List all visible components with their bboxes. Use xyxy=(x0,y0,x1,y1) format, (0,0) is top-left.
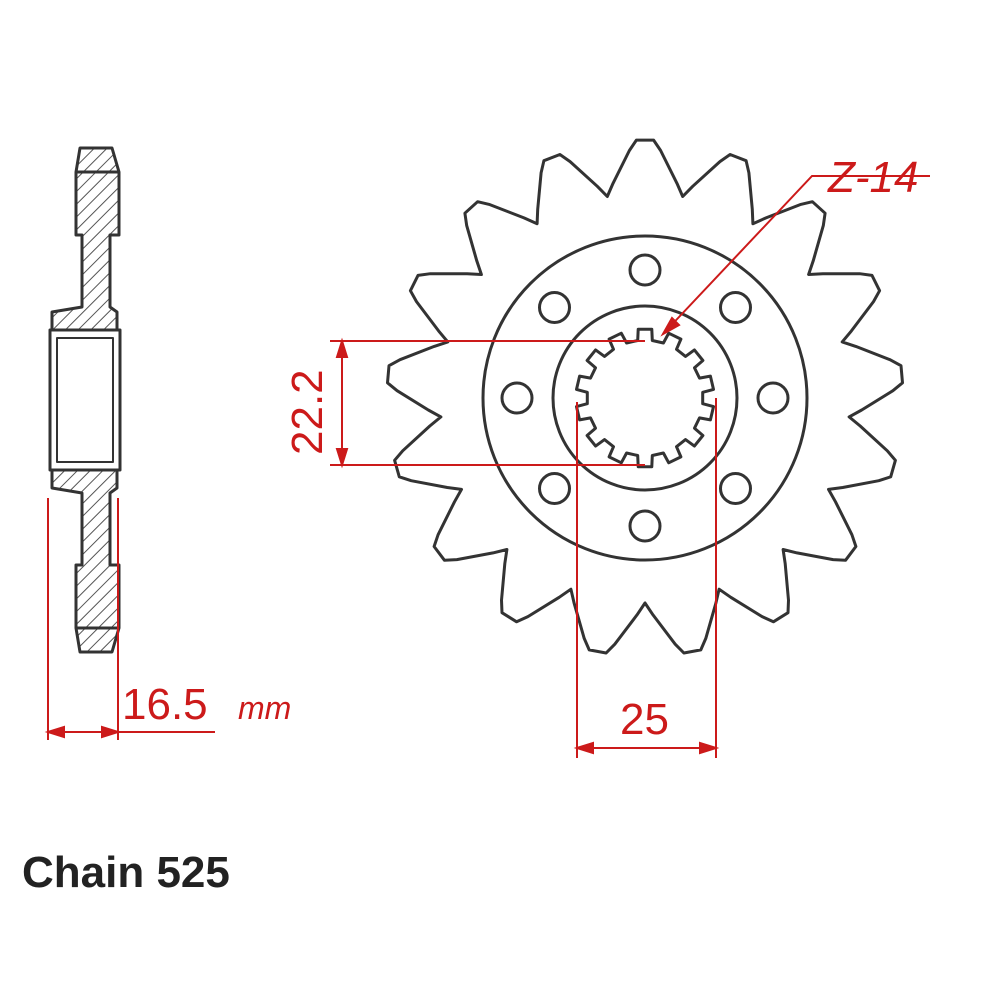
hub-dimension xyxy=(330,337,645,469)
bolt-circle-ring xyxy=(481,234,809,562)
hub-ring xyxy=(551,304,739,492)
lightening-hole xyxy=(538,472,571,505)
spline-bore xyxy=(575,327,715,469)
spline-dimension-label: 25 xyxy=(620,695,669,744)
hub-bore xyxy=(48,328,122,472)
teeth-count-label: Z-14 xyxy=(827,153,918,202)
front-view xyxy=(386,138,904,655)
upper-tooth-section xyxy=(50,146,121,332)
teeth-leader xyxy=(660,175,930,337)
lightening-hole xyxy=(756,381,790,415)
thickness-value: 16.5 xyxy=(122,680,208,729)
lightening-hole xyxy=(719,472,752,505)
hub-dimension-label: 22.2 xyxy=(283,369,332,455)
lightening-hole xyxy=(538,291,571,324)
lower-tooth-section xyxy=(50,468,121,654)
lightening-hole xyxy=(628,509,662,543)
lightening-holes xyxy=(500,253,790,543)
lightening-hole xyxy=(719,291,752,324)
lightening-hole xyxy=(628,253,662,287)
lightening-hole xyxy=(500,381,534,415)
side-section-view xyxy=(48,146,122,654)
thickness-unit: mm xyxy=(238,690,291,726)
hub-bore-inner xyxy=(56,337,114,463)
spline-dimension xyxy=(573,398,720,758)
thickness-dimension xyxy=(44,498,215,740)
chain-label: Chain 525 xyxy=(22,848,230,897)
